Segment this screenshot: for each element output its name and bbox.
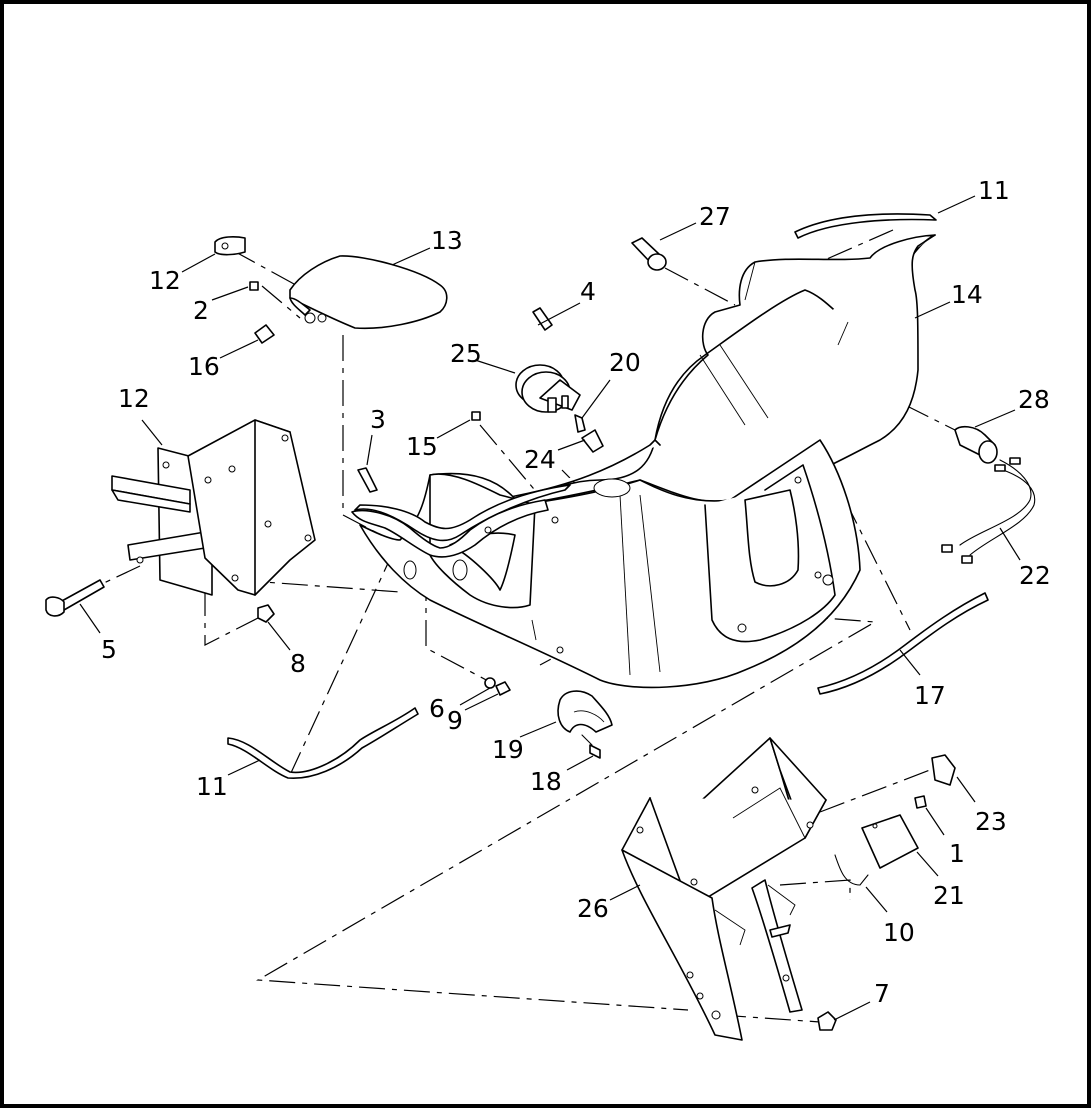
callout-22: 21: [933, 881, 965, 910]
callout-26: 25: [450, 339, 482, 368]
callout-8: 8: [290, 649, 306, 678]
callout-9: 9: [447, 706, 463, 735]
callout-7: 7: [874, 979, 890, 1008]
callout-12: 12: [149, 266, 181, 295]
callout-4: 4: [580, 277, 596, 306]
washer-6: [484, 677, 496, 689]
callout-25: 24: [524, 445, 556, 474]
screw-1: [914, 795, 927, 809]
clip-12: [214, 236, 246, 256]
plug-29: [954, 425, 998, 464]
callout-28: 27: [699, 202, 731, 231]
seal-strip-lower: [227, 707, 419, 779]
seal-strip-upper: [794, 213, 937, 239]
callout-21: 20: [609, 348, 641, 377]
callout-1: 1: [949, 839, 965, 868]
callout-13: 12: [118, 384, 150, 413]
callout-3: 3: [370, 405, 386, 434]
callout-17: 16: [188, 352, 220, 381]
connector-24: [931, 754, 956, 786]
bulb-socket: [574, 414, 604, 453]
callout-18: 17: [914, 681, 946, 710]
callout-24: 23: [975, 807, 1007, 836]
callout-labels: 11 27 13 12 2 4 14 16 25 20 28 12 3 15 2…: [101, 176, 1051, 1008]
bushing-17: [254, 324, 275, 344]
cover-cap: [289, 255, 448, 330]
callout-6: 6: [429, 694, 445, 723]
callout-29: 28: [1018, 385, 1050, 414]
wire-harness: [941, 457, 1036, 564]
callout-11-lower: 11: [196, 772, 228, 801]
hook-10: [834, 854, 869, 886]
plate-22: [861, 814, 919, 869]
callout-20: 19: [492, 735, 524, 764]
leader-lines: [79, 195, 1021, 1021]
screw-3: [357, 467, 378, 493]
nut-7: [817, 1011, 837, 1031]
lower-bracket: [621, 737, 827, 1041]
nut-8: [257, 604, 275, 623]
left-bracket: [111, 419, 316, 596]
screw-2: [249, 281, 259, 291]
fitting-28: [631, 237, 667, 271]
callout-14: 13: [431, 226, 463, 255]
screw-19: [581, 734, 601, 759]
nut-9: [495, 681, 511, 696]
callout-23: 22: [1019, 561, 1051, 590]
callout-2: 2: [193, 296, 209, 325]
callout-5: 5: [101, 635, 117, 664]
callout-15: 14: [951, 280, 983, 309]
console-base: [351, 439, 861, 689]
gauge: [515, 364, 581, 413]
switch-cover: [557, 690, 613, 733]
callout-19: 18: [530, 767, 562, 796]
bolt-5: [45, 579, 105, 617]
callout-16: 15: [406, 432, 438, 461]
callout-10: 10: [883, 918, 915, 947]
screw-16: [471, 411, 481, 421]
rod-cable: [817, 592, 989, 695]
callout-11-upper: 11: [978, 176, 1010, 205]
callout-27: 26: [577, 894, 609, 923]
